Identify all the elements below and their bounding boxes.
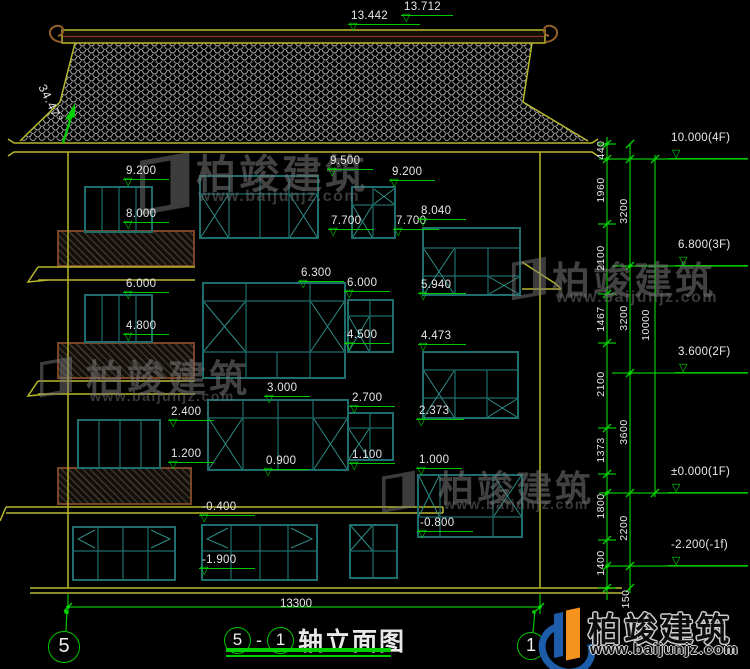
balcony-railing-3f [57, 342, 195, 379]
watermark-logo [382, 466, 417, 515]
watermark-url: www.baijunjz.com [590, 641, 739, 658]
dim-chain-value: 3600 [618, 419, 630, 445]
dim-chain-value: 1960 [595, 177, 607, 203]
ridge-ornaments [48, 24, 559, 43]
right-chain-lines [606, 137, 656, 600]
spot-elevation: 9.200 [389, 165, 435, 188]
title-underline-thick [226, 648, 391, 652]
ground-line [30, 587, 622, 594]
title-text: 轴立面图 [298, 628, 407, 656]
floor-marker-1f: ±0.000(1F) [668, 466, 748, 493]
dim-chain-value: 1467 [595, 306, 607, 332]
spot-elevation: 9.200 [123, 164, 169, 187]
spot-elevation: 6.000 [344, 276, 390, 299]
ridge-elevation-marker: 13.712 [401, 0, 453, 23]
title-axis-end: 1 [267, 626, 294, 654]
axis-bubble-5: 5 [48, 631, 80, 663]
watermark-url: www.baijunjz.com [198, 188, 361, 205]
spot-elevation: 6.000 [123, 277, 169, 300]
watermark-color-logo [529, 607, 605, 669]
spot-elevation: 1.200 [168, 447, 214, 470]
floor-marker-3f: 6.800(3F) [675, 239, 748, 266]
dim-chain-overall: 10000 [640, 309, 652, 341]
spot-elevation: 4.800 [123, 319, 169, 342]
slope-arrow-shaft [61, 113, 74, 144]
dim-chain-value: 2200 [618, 515, 630, 541]
logo-tower-blue [554, 612, 563, 658]
spot-elevation: 2.400 [168, 405, 214, 428]
eave-band [7, 138, 599, 157]
dim-chain-value: 3200 [618, 198, 630, 224]
floor-marker-4f: 10.000(4F) [668, 132, 748, 159]
watermark-brand: 柏竣建筑 [86, 359, 251, 401]
spot-elevation: 2.373 [416, 404, 464, 427]
overall-width-dimension: 13300 [280, 598, 312, 610]
spot-elevation: 1.000 [416, 453, 462, 476]
watermark-brand: 柏竣建筑 [588, 611, 732, 648]
watermark-logo [512, 252, 548, 302]
floor-marker-2f: 3.600(2F) [675, 346, 748, 373]
dim-chain-value: 1373 [595, 437, 607, 463]
balcony-slab-4f [26, 266, 195, 283]
title-axis-start: 5 [224, 626, 251, 654]
spot-elevation: 7.700 [328, 214, 374, 237]
spot-elevation: 8.040 [418, 204, 466, 227]
spot-elevation: 1.100 [349, 448, 395, 471]
spot-elevation: -0.400 [199, 500, 255, 523]
spot-elevation: 4.500 [344, 328, 390, 351]
spot-elevation: 9.500 [327, 154, 373, 177]
spot-elevation: 5.940 [418, 278, 466, 301]
title-underline-thin [226, 655, 391, 657]
logo-tower-orange [566, 607, 580, 661]
dim-chain-value: 1400 [595, 550, 607, 576]
watermark-brand: 柏竣建筑 [438, 468, 595, 509]
roof-tile-pattern [20, 43, 588, 141]
spot-elevation: 8.000 [123, 207, 169, 230]
ridge-elevation-marker: 13.442 [348, 9, 420, 32]
floor-marker-basement: -2.200(-1f) [668, 539, 748, 566]
watermark-url: www.baijunjz.com [556, 289, 719, 306]
spot-elevation: 2.700 [349, 391, 395, 414]
dim-chain-value: 2100 [595, 245, 607, 271]
dim-chain-value: 3200 [618, 305, 630, 331]
watermark-url: www.baijunjz.com [90, 388, 235, 404]
spot-elevation: 0.900 [263, 454, 309, 477]
drawing-title: 5 - 1 轴立面图 [224, 622, 406, 658]
spot-elevation: 6.300 [298, 266, 344, 289]
axis-bubble-1: 1 [517, 632, 545, 660]
dim-chain-value: 440 [595, 140, 607, 160]
spot-elevation: -0.800 [417, 516, 473, 539]
watermark-brand: 柏竣建筑 [552, 261, 717, 303]
spot-elevation: 3.000 [264, 381, 310, 404]
roof-edges [19, 42, 589, 142]
watermark-url: www.baijunjz.com [444, 496, 589, 512]
title-separator: - [256, 629, 262, 650]
spot-elevation: -1.900 [199, 553, 255, 576]
dim-chain-value: 1800 [595, 493, 607, 519]
dim-chain-value: 2100 [595, 371, 607, 397]
spot-elevation: 4.473 [418, 329, 466, 352]
bottom-dimension [65, 594, 541, 633]
slope-arrow-head [65, 103, 75, 120]
watermark-logo [40, 352, 74, 400]
snap-point-dots [64, 142, 632, 614]
